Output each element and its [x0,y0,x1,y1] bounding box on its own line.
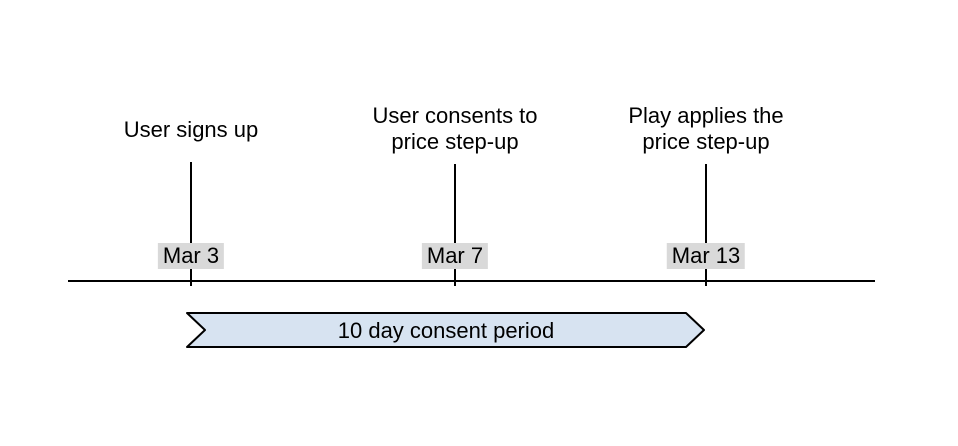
event-label-user-consents: User consents to price step-up [372,103,538,154]
date-chip-mar13: Mar 13 [666,243,746,269]
event-label-user-signs-up: User signs up [123,117,259,142]
consent-period-banner-shape [186,312,705,348]
consent-period-banner-label: 10 day consent period [337,318,555,343]
date-chip-mar7: Mar 7 [421,243,489,269]
date-chip-mar3: Mar 3 [157,243,225,269]
event-label-play-applies: Play applies the price step-up [628,103,784,154]
